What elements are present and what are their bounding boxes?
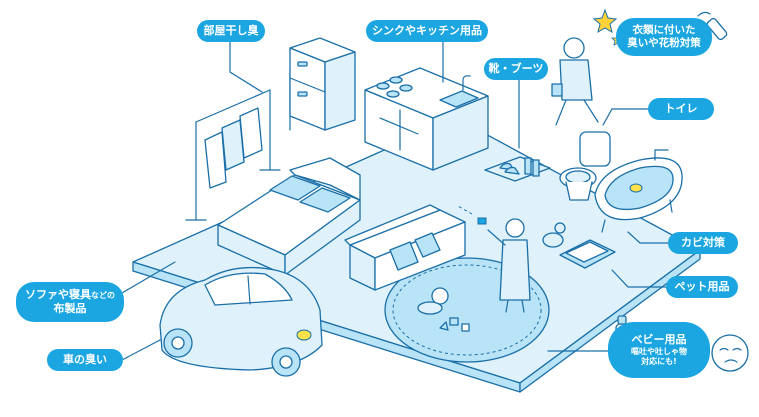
pet-bed <box>542 222 616 269</box>
label-line2: 布製品 <box>53 302 87 315</box>
shoes <box>484 156 551 182</box>
label-text-line1: 衣類に付いた <box>632 23 696 36</box>
kitchen-counter <box>364 67 489 171</box>
label-text: ペット用品 <box>674 280 730 294</box>
label-shoes: 靴・ブーツ <box>484 58 548 80</box>
label-text-line2: 臭いや花粉対策 <box>627 37 701 49</box>
label-text: 靴・ブーツ <box>488 62 544 76</box>
label-room-drying-odor: 部屋干し臭 <box>197 20 265 42</box>
label-small: などの <box>91 291 115 301</box>
spray-bottle-icon <box>697 11 728 41</box>
car <box>159 266 323 377</box>
label-kitchen: シンクやキッチン用品 <box>366 20 488 42</box>
label-text: 部屋干し臭 <box>203 24 259 38</box>
clothes-rack <box>185 89 281 221</box>
label-text: カビ対策 <box>681 236 725 250</box>
walking-man <box>551 37 599 126</box>
label-baby-goods: ベビー用品 嘔吐や吐しゃ物 対応にも! <box>608 322 710 378</box>
label-pet-goods: ペット用品 <box>666 276 738 298</box>
label-sofa-bedding-fabric: ソファや寝具などの 布製品 <box>16 282 124 322</box>
bathtub <box>594 149 683 233</box>
label-text: ソファや寝具 <box>25 288 91 302</box>
label-text: シンクやキッチン用品 <box>372 24 482 38</box>
label-mold: カビ対策 <box>668 232 738 254</box>
person-spraying <box>457 205 531 313</box>
label-toilet: トイレ <box>648 98 714 120</box>
label-title: ベビー用品 <box>631 333 687 347</box>
label-car-odor: 車の臭い <box>47 349 123 371</box>
label-sub2: 対応にも! <box>641 356 677 366</box>
label-line1: ソファや寝具などの <box>25 288 115 302</box>
label-clothes-odor-pollen: 衣類に付いた 臭いや花粉対策 <box>616 18 712 56</box>
toilet <box>559 131 611 201</box>
label-sub1: 嘔吐や吐しゃ物 <box>631 346 687 356</box>
label-text: トイレ <box>664 102 698 116</box>
baby-crawling <box>417 287 470 332</box>
sofa <box>344 204 466 291</box>
refrigerator <box>289 37 356 131</box>
bed <box>217 157 361 276</box>
label-text: 車の臭い <box>63 353 107 367</box>
crying-baby-icon <box>711 334 749 372</box>
leader-lines <box>121 39 671 361</box>
